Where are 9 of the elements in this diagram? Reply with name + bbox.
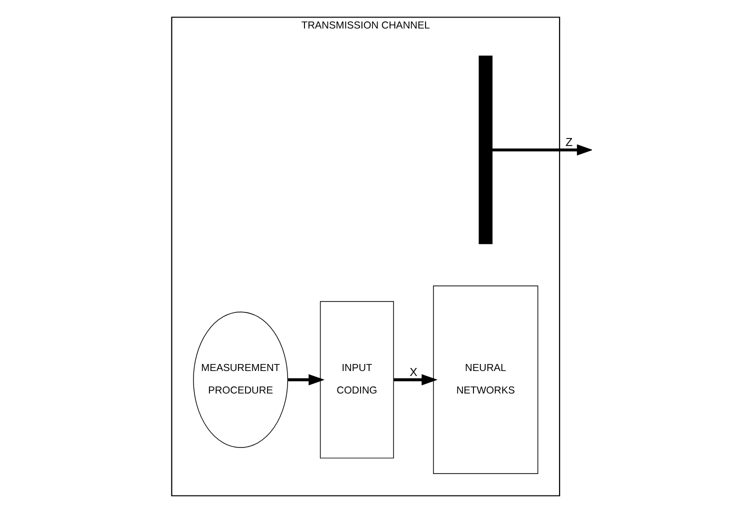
edge-label: X — [410, 366, 418, 379]
node-bar — [478, 56, 493, 244]
node-box: INPUT CODING — [320, 301, 394, 458]
arrow — [492, 144, 592, 156]
edge-label: Z — [565, 136, 573, 150]
arrow — [288, 374, 325, 386]
node-ellipse: MEASUREMENT PROCEDURE — [193, 312, 288, 448]
arrow — [394, 374, 438, 386]
node-box: NEURAL NETWORKS — [433, 286, 538, 474]
